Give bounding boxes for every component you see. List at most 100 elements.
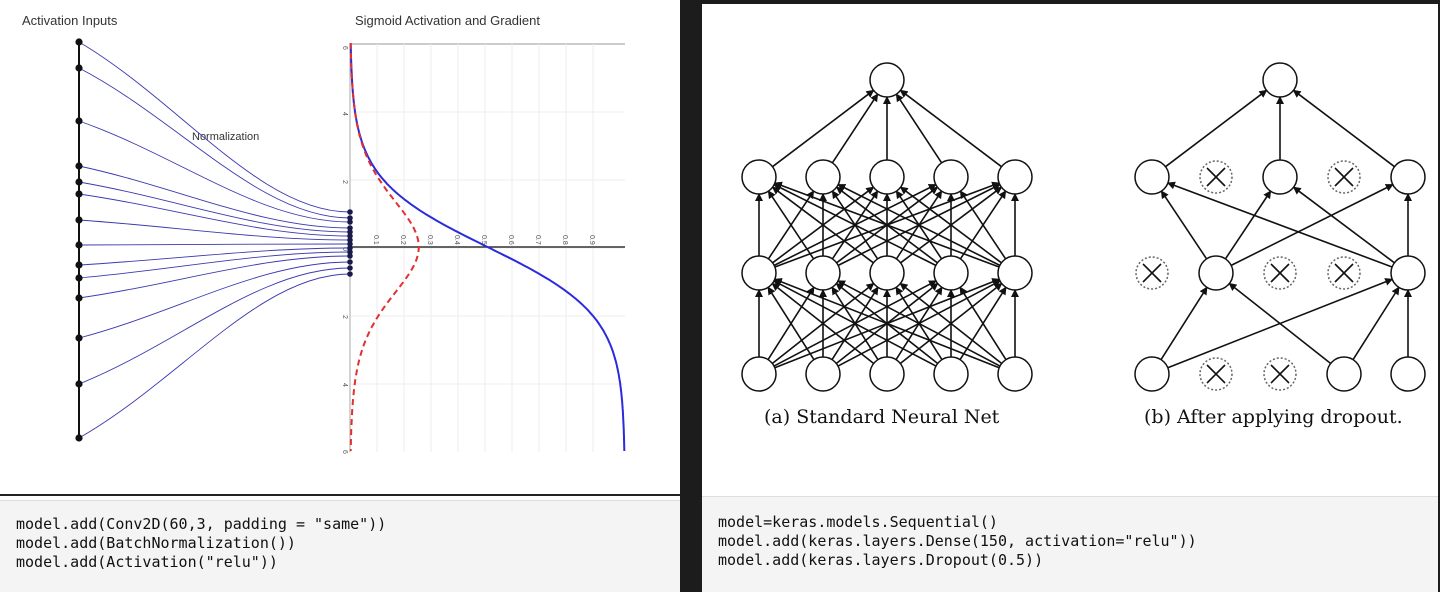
input-point bbox=[75, 294, 83, 302]
code-line: model.add(BatchNormalization()) bbox=[16, 534, 296, 552]
neuron-node bbox=[1262, 62, 1298, 98]
neuron-node bbox=[869, 159, 905, 195]
neuron-node bbox=[997, 159, 1033, 195]
neuron-node bbox=[933, 159, 969, 195]
connection-arrow bbox=[837, 280, 1001, 367]
input-point bbox=[75, 117, 83, 125]
connection-arrow bbox=[959, 190, 1007, 260]
normalization-curve bbox=[78, 267, 351, 385]
x-tick-label: 0.1 bbox=[372, 235, 379, 245]
dropped-cross bbox=[1334, 263, 1354, 283]
dropout-panel: (a) Standard Neural Net (b) After applyi… bbox=[702, 4, 1438, 592]
divider bbox=[0, 494, 680, 496]
dropped-cross bbox=[1270, 364, 1290, 384]
neuron-node bbox=[805, 255, 841, 291]
input-point bbox=[75, 274, 83, 282]
connection-arrow bbox=[1230, 183, 1394, 267]
input-point bbox=[75, 64, 83, 72]
neuron-node bbox=[1390, 255, 1426, 291]
input-point bbox=[75, 380, 83, 388]
input-point bbox=[75, 38, 83, 46]
dropped-cross bbox=[1142, 263, 1162, 283]
neuron-node bbox=[741, 159, 777, 195]
y-tick-label: 4 bbox=[341, 383, 348, 387]
normalized-point bbox=[347, 209, 353, 215]
normalization-label: Normalization bbox=[192, 131, 260, 143]
neuron-node bbox=[741, 255, 777, 291]
x-tick-label: 0.6 bbox=[507, 235, 514, 245]
neuron-node bbox=[997, 356, 1033, 392]
input-point bbox=[75, 216, 83, 224]
connection-arrow bbox=[767, 286, 815, 361]
input-point bbox=[75, 434, 83, 442]
normalized-point bbox=[347, 233, 353, 239]
normalized-point bbox=[347, 259, 353, 265]
normalization-curve bbox=[78, 41, 351, 213]
batchnorm-code-block: model.add(Conv2D(60,3, padding = "same")… bbox=[0, 500, 680, 592]
normalization-curve bbox=[78, 165, 351, 229]
connection-arrow bbox=[831, 93, 879, 164]
x-tick-label: 0.9 bbox=[588, 235, 595, 245]
normalization-curve bbox=[78, 243, 351, 246]
x-tick-label: 0.5 bbox=[480, 235, 487, 245]
connection-arrow bbox=[899, 186, 1002, 264]
connection-arrow bbox=[1228, 282, 1332, 365]
normalized-point bbox=[347, 215, 353, 221]
connection-arrow bbox=[771, 186, 874, 264]
dropped-cross bbox=[1270, 263, 1290, 283]
normalized-point bbox=[347, 225, 353, 231]
neuron-node bbox=[933, 255, 969, 291]
connection-arrow bbox=[899, 89, 1002, 168]
neuron-node bbox=[1134, 356, 1170, 392]
connection-arrow bbox=[1224, 190, 1272, 260]
connection-arrow bbox=[895, 93, 943, 164]
y-tick-label: 2 bbox=[341, 180, 348, 184]
sigmoid-title: Sigmoid Activation and Gradient bbox=[355, 13, 540, 28]
gradient-curve bbox=[349, 43, 420, 451]
neuron-node bbox=[1198, 255, 1234, 291]
normalization-curve bbox=[78, 251, 351, 279]
connection-arrow bbox=[773, 181, 1000, 268]
connection-arrow bbox=[1160, 286, 1208, 361]
x-tick-label: 0.4 bbox=[453, 235, 460, 245]
normalization-curve bbox=[78, 273, 351, 439]
neuron-node bbox=[933, 356, 969, 392]
normalization-curve bbox=[78, 261, 351, 339]
x-tick-label: 0.7 bbox=[534, 235, 541, 245]
connection-arrow bbox=[773, 183, 937, 267]
normalization-curve bbox=[78, 67, 351, 219]
neuron-node bbox=[1390, 159, 1426, 195]
normalization-curve bbox=[78, 219, 351, 241]
sigmoid-curve bbox=[349, 43, 626, 451]
batchnorm-panel: Activation Inputs Sigmoid Activation and… bbox=[0, 0, 680, 592]
y-tick-label: 4 bbox=[341, 112, 348, 116]
connection-arrow bbox=[773, 278, 1000, 369]
connection-arrow bbox=[771, 282, 875, 365]
connection-arrow bbox=[959, 286, 1007, 361]
code-line: model.add(keras.layers.Dense(150, activa… bbox=[718, 532, 1197, 550]
neuron-node bbox=[1262, 159, 1298, 195]
normalization-curve bbox=[78, 255, 351, 299]
normalized-point bbox=[347, 271, 353, 277]
code-line: model.add(Conv2D(60,3, padding = "same")… bbox=[16, 515, 387, 533]
activation-inputs-title: Activation Inputs bbox=[22, 13, 118, 28]
neuron-node bbox=[741, 356, 777, 392]
normalization-curve bbox=[78, 193, 351, 237]
input-point bbox=[75, 261, 83, 269]
neuron-node bbox=[805, 159, 841, 195]
neuron-node bbox=[869, 62, 905, 98]
dropped-cross bbox=[1334, 167, 1354, 187]
x-tick-label: 0.2 bbox=[399, 235, 406, 245]
normalized-point bbox=[347, 265, 353, 271]
dropout-net-caption: (b) After applying dropout. bbox=[1144, 406, 1403, 428]
neuron-node bbox=[1326, 356, 1362, 392]
x-tick-label: 0.8 bbox=[561, 235, 568, 245]
code-line: model.add(keras.layers.Dropout(0.5)) bbox=[718, 551, 1044, 569]
input-point bbox=[75, 241, 83, 249]
connection-arrow bbox=[899, 282, 1003, 365]
normalized-point bbox=[347, 249, 353, 255]
connection-arrow bbox=[837, 183, 1001, 267]
code-line: model.add(Activation("relu")) bbox=[16, 553, 278, 571]
x-tick-label: 0.3 bbox=[426, 235, 433, 245]
